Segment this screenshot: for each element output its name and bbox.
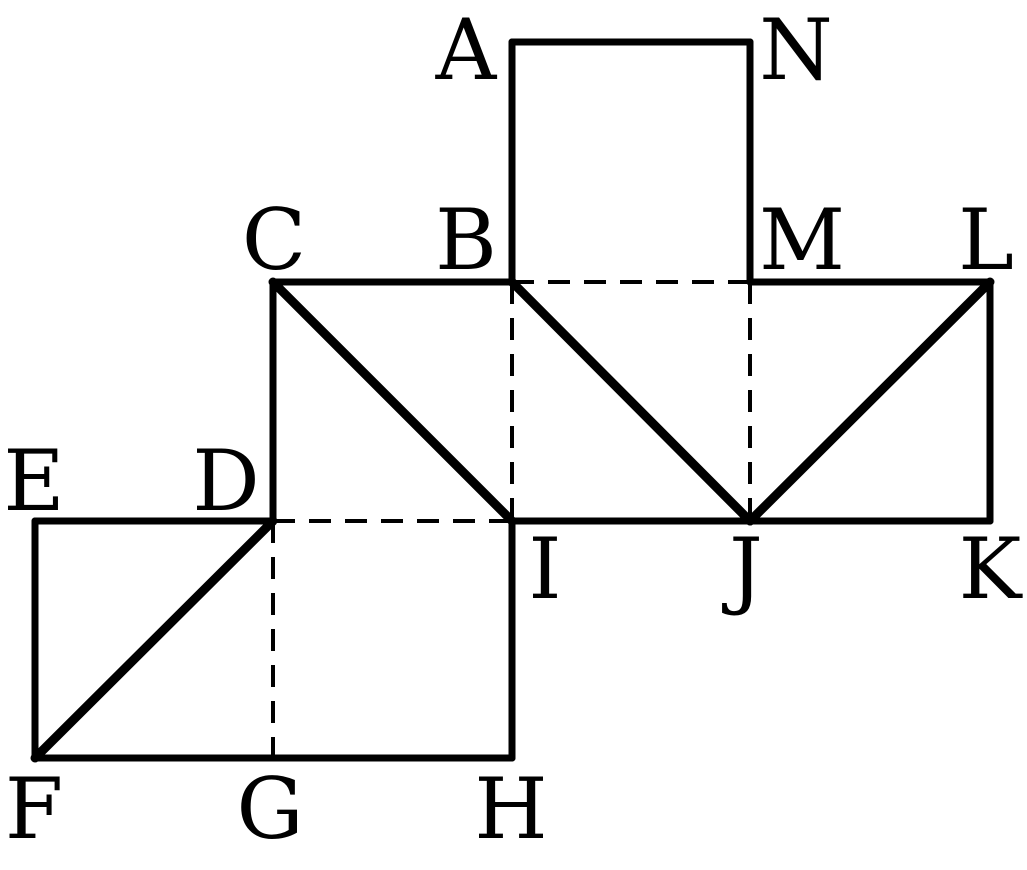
vertex-label-b: B <box>435 191 497 289</box>
vertex-label-j: J <box>721 520 763 618</box>
edge-bj-thick <box>507 277 755 526</box>
diagram-labels: A N C B M L E D I J K F G H <box>3 1 1023 858</box>
vertex-label-m: M <box>759 191 845 289</box>
vertex-label-e: E <box>3 432 64 530</box>
vertex-label-i: I <box>528 520 561 618</box>
vertex-label-d: D <box>192 432 259 530</box>
edge-jl-thick <box>745 277 995 526</box>
vertex-label-g: G <box>236 760 303 858</box>
diagram-edges <box>30 38 995 763</box>
vertex-label-h: H <box>474 760 547 858</box>
vertex-label-c: C <box>242 191 306 289</box>
vertex-label-n: N <box>759 1 833 99</box>
vertex-label-l: L <box>958 191 1014 289</box>
edge-df-thick <box>30 516 278 763</box>
vertex-label-f: F <box>5 760 63 858</box>
vertex-label-k: K <box>959 520 1024 618</box>
vertex-label-a: A <box>435 1 498 99</box>
edge-ci-thick <box>268 277 517 526</box>
